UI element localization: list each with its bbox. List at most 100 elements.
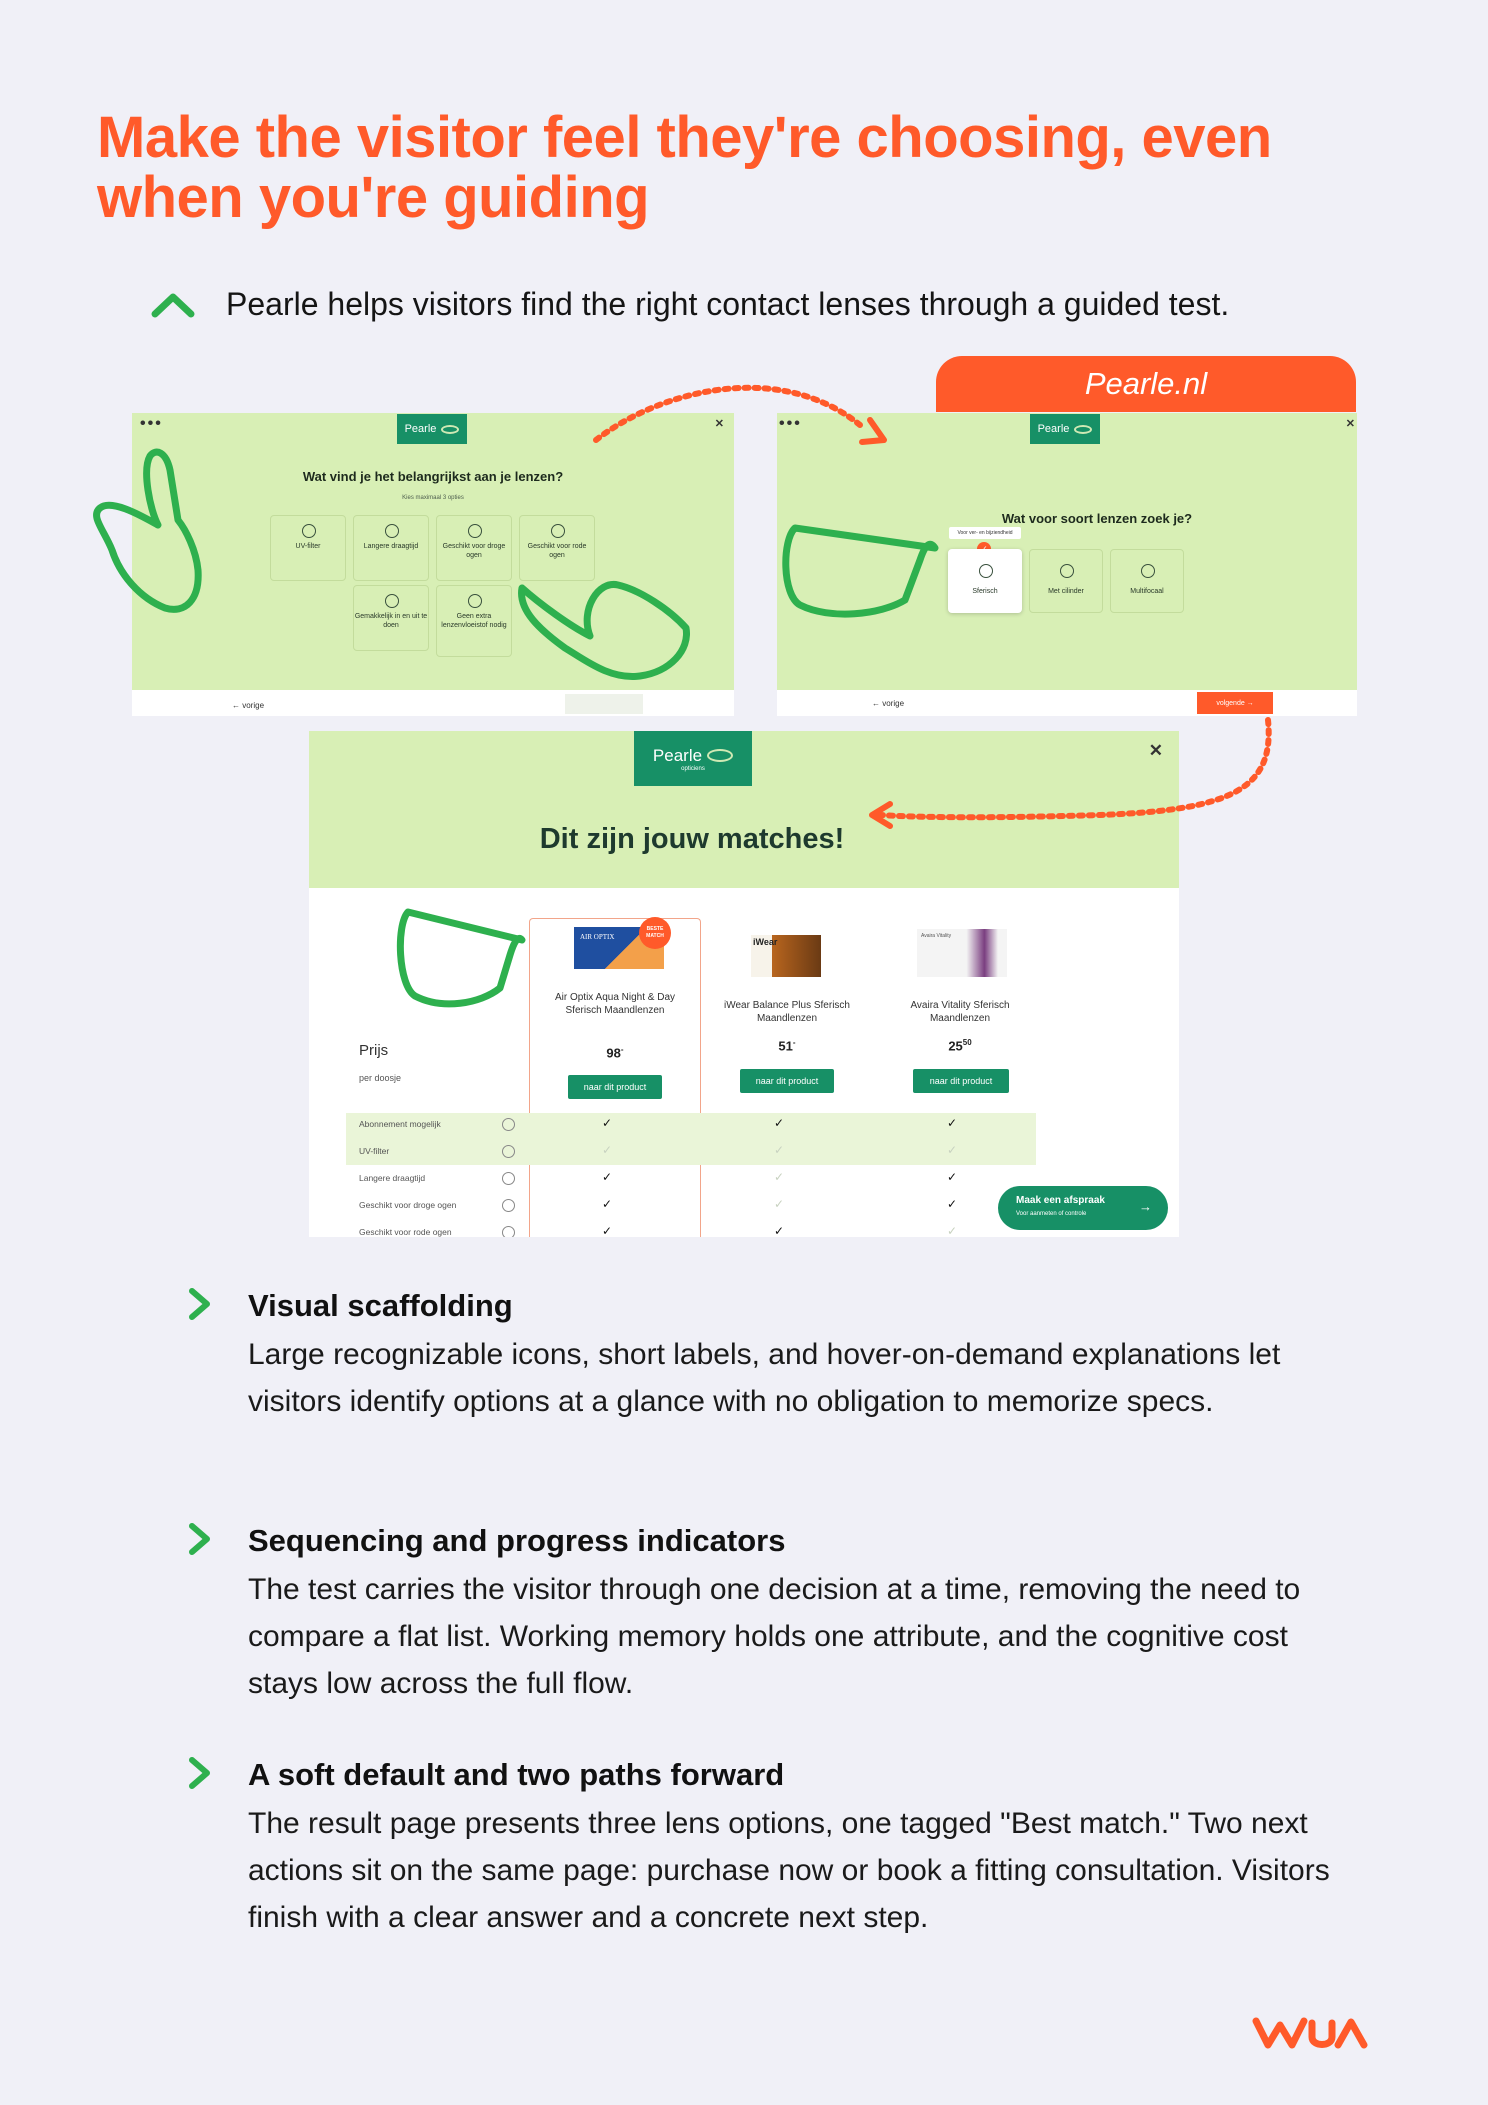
check-icon: ✓ bbox=[602, 1143, 613, 1157]
dotted-arrow-2 bbox=[877, 717, 1272, 821]
chevron-right-icon bbox=[189, 1523, 210, 1555]
check-icon: ✓ bbox=[774, 1170, 785, 1184]
eye-icon bbox=[551, 524, 565, 538]
eye-icon bbox=[1074, 424, 1093, 434]
feature-icon bbox=[502, 1145, 515, 1158]
intro-line: Pearle helps visitors find the right con… bbox=[150, 284, 1400, 324]
option-dry-eyes[interactable]: Geschikt voor droge ogen bbox=[436, 515, 512, 581]
feature-row-label: Langere draagtijd bbox=[359, 1173, 426, 1183]
close-icon[interactable]: ✕ bbox=[1148, 741, 1163, 760]
product-box-image: Avaira Vitality bbox=[917, 929, 1007, 977]
site-tab: Pearle.nl bbox=[936, 356, 1356, 412]
feature-icon bbox=[502, 1172, 515, 1185]
check-icon: ✓ bbox=[947, 1170, 958, 1184]
option-easy-handling[interactable]: Gemakkelijk in en uit te doen bbox=[353, 585, 429, 651]
bullet-visual-scaffolding: Visual scaffolding Large recognizable ic… bbox=[185, 1286, 1335, 1456]
check-icon: ✓ bbox=[947, 1116, 958, 1130]
menu-dots-icon[interactable]: ••• bbox=[140, 415, 163, 432]
quiz-screen-2: ••• Pearle ✕ Wat voor soort lenzen zoek … bbox=[777, 413, 1357, 716]
brand-logo: Pearle bbox=[1030, 414, 1100, 444]
dotted-arrow-1 bbox=[593, 384, 863, 443]
appointment-button[interactable]: Maak een afspraak Voor aanmeten of contr… bbox=[998, 1186, 1168, 1230]
feature-row-label: Abonnement mogelijk bbox=[359, 1119, 441, 1129]
back-link[interactable]: ← vorige bbox=[232, 701, 265, 710]
tooltip: Voor ver- en bijziendheid bbox=[949, 527, 1021, 539]
option-cylinder[interactable]: Met cilinder bbox=[1029, 549, 1103, 613]
product-price: 51- bbox=[778, 1038, 796, 1054]
eye-icon bbox=[707, 749, 734, 762]
bottle-icon bbox=[468, 594, 482, 608]
arrow-right-icon: → bbox=[1139, 1199, 1152, 1214]
close-icon[interactable]: ✕ bbox=[1345, 418, 1355, 430]
chevron-right-icon bbox=[189, 1757, 210, 1789]
hand-pointer-icon bbox=[396, 908, 526, 1008]
back-link[interactable]: ← vorige bbox=[872, 699, 905, 708]
book-icon bbox=[1141, 564, 1155, 578]
brand-logo: Pearle bbox=[397, 414, 467, 444]
check-icon: ✓ bbox=[774, 1197, 785, 1211]
hand-pointer-icon bbox=[93, 448, 202, 613]
check-icon: ✓ bbox=[947, 1197, 958, 1211]
chevron-up-icon bbox=[151, 293, 195, 318]
best-match-column bbox=[529, 918, 701, 1237]
results-title: Dit zijn jouw matches! bbox=[539, 823, 845, 855]
check-icon: ✓ bbox=[602, 1116, 613, 1130]
clock-icon bbox=[385, 524, 399, 538]
question-title: Wat vind je het belangrijkst aan je lenz… bbox=[302, 469, 564, 484]
check-icon: ✓ bbox=[602, 1224, 613, 1237]
price-sub-label: per doosje bbox=[359, 1073, 402, 1083]
feature-row-label: Geschikt voor rode ogen bbox=[359, 1227, 452, 1237]
check-icon: ✓ bbox=[602, 1197, 613, 1211]
check-icon: ✓ bbox=[774, 1143, 785, 1157]
product-button[interactable]: naar dit product bbox=[568, 1075, 662, 1099]
drop-icon bbox=[468, 524, 482, 538]
check-icon: ✓ bbox=[774, 1116, 785, 1130]
feature-row-label: UV-filter bbox=[359, 1146, 390, 1156]
option-spherical[interactable]: Sferisch bbox=[948, 549, 1022, 613]
brand-logo: Pearle opticiens bbox=[634, 731, 752, 786]
lens-cylinder-icon bbox=[1060, 564, 1074, 578]
product-price: 98- bbox=[606, 1045, 624, 1061]
product-price: 2550 bbox=[948, 1038, 972, 1054]
arrow-head-icon bbox=[859, 417, 887, 445]
product-name: Air Optix Aqua Night & Day Sferisch Maan… bbox=[554, 992, 676, 1016]
bullet-soft-default: A soft default and two paths forward The… bbox=[185, 1755, 1335, 1934]
close-icon[interactable]: ✕ bbox=[714, 418, 724, 430]
lens-icon bbox=[979, 564, 993, 578]
intro-text: Pearle helps visitors find the right con… bbox=[226, 286, 1230, 322]
arrow-head-icon bbox=[869, 801, 893, 829]
bullet-body: The test carries the visitor through one… bbox=[248, 1573, 1301, 1700]
feature-icon bbox=[502, 1118, 515, 1131]
check-icon: ✓ bbox=[947, 1143, 958, 1157]
hand-pointer-icon bbox=[518, 581, 690, 681]
next-button-disabled[interactable]: volgende bbox=[565, 694, 643, 714]
wua-logo bbox=[1252, 2017, 1368, 2049]
eye-icon bbox=[441, 424, 460, 434]
next-button[interactable]: volgende → bbox=[1197, 692, 1273, 714]
product-button[interactable]: naar dit product bbox=[740, 1069, 834, 1093]
option-multifocal[interactable]: Multifocaal bbox=[1110, 549, 1184, 613]
feature-icon bbox=[502, 1226, 515, 1237]
question-title: Wat voor soort lenzen zoek je? bbox=[1001, 511, 1193, 526]
menu-dots-icon[interactable]: ••• bbox=[779, 415, 802, 432]
product-button[interactable]: naar dit product bbox=[913, 1069, 1009, 1093]
hand-pointer-icon bbox=[782, 524, 939, 618]
uv-icon bbox=[302, 524, 316, 538]
hand-icon bbox=[385, 594, 399, 608]
bullet-heading: Sequencing and progress indicators bbox=[248, 1523, 786, 1558]
check-icon: ✓ bbox=[774, 1224, 785, 1237]
bullet-body: The result page presents three lens opti… bbox=[248, 1807, 1330, 1934]
highlight-row bbox=[346, 1113, 1036, 1165]
product-box-image: iWear bbox=[751, 935, 821, 977]
check-icon: ✓ bbox=[602, 1170, 613, 1184]
option-red-eyes[interactable]: Geschikt voor rode ogen bbox=[519, 515, 595, 581]
option-no-solution[interactable]: Geen extra lenzenvloeistof nodig bbox=[436, 585, 512, 657]
quiz-screen-1: ••• Pearle ✕ Wat vind je het belangrijks… bbox=[132, 413, 734, 716]
bullet-body: Large recognizable icons, short labels, … bbox=[248, 1338, 1281, 1418]
option-longer-wear[interactable]: Langere draagtijd bbox=[353, 515, 429, 581]
feature-row-label: Geschikt voor droge ogen bbox=[359, 1200, 457, 1210]
option-uv-filter[interactable]: UV-filter bbox=[270, 515, 346, 581]
product-name: iWear Balance Plus Sferisch Maandlenzen bbox=[724, 1000, 850, 1024]
bullet-sequencing: Sequencing and progress indicators The t… bbox=[185, 1521, 1335, 1700]
